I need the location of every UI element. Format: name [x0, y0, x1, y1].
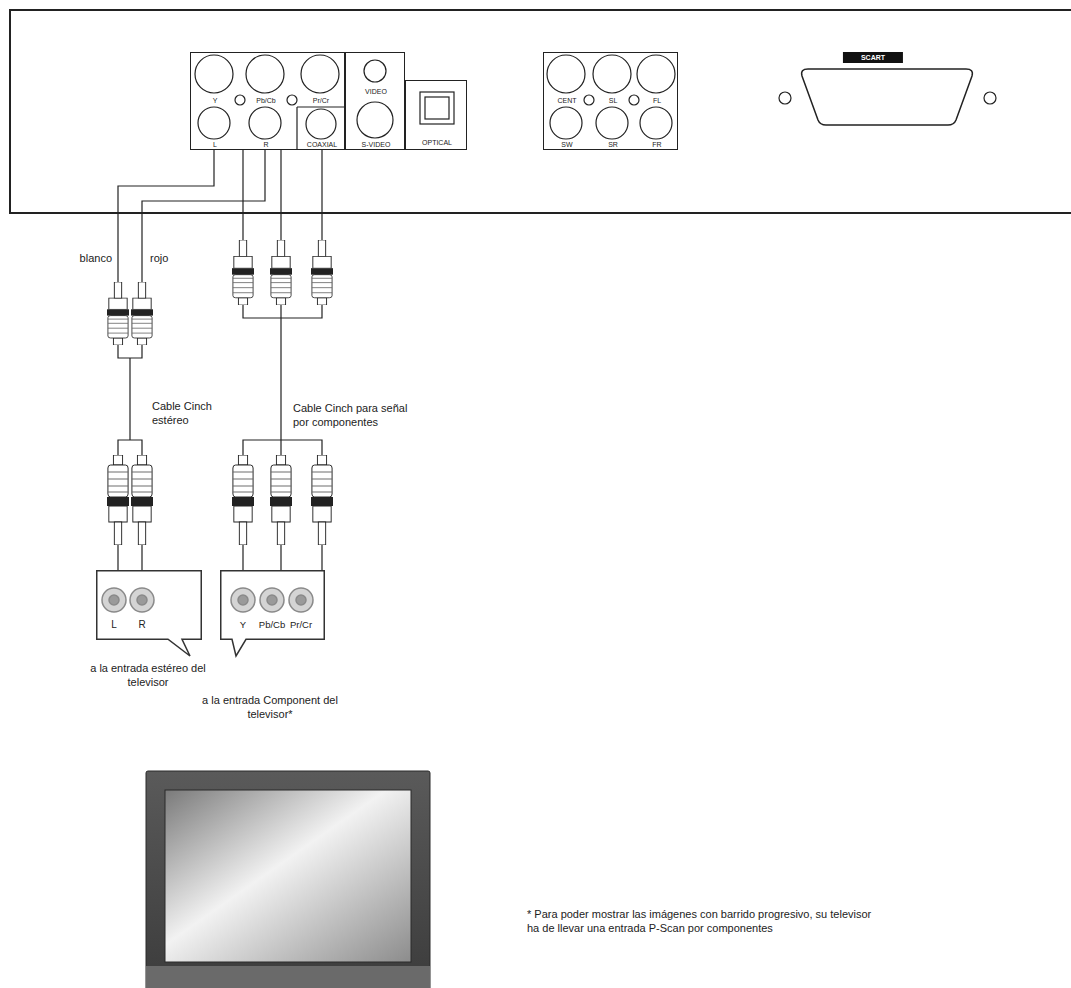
jack-label: Y	[240, 620, 246, 630]
rca-plug	[311, 455, 333, 545]
scart-outline	[802, 69, 973, 125]
av-jacks	[195, 55, 233, 93]
cable-label: Cable Cinch estéreo	[150, 400, 229, 428]
av-jacks	[198, 107, 230, 139]
jack-label: S-VIDEO	[362, 141, 391, 148]
player-rear-panel	[10, 10, 1071, 213]
connector-heading: SCART	[843, 52, 903, 63]
optical-output-panel: OPTICAL	[405, 80, 467, 150]
speaker-output-panel: CENT SL FL SW SR FR	[543, 52, 678, 150]
optical-port	[420, 92, 454, 124]
tv-jack	[130, 588, 154, 612]
video-jacks	[357, 102, 393, 138]
jack-label: COAXIAL	[307, 141, 337, 148]
av-jacks	[249, 107, 281, 139]
tv-jack	[238, 595, 248, 605]
av-jacks	[235, 95, 245, 105]
rca-plug	[131, 282, 153, 345]
speaker-jacks	[550, 107, 582, 139]
tv-jack	[102, 588, 313, 612]
jack-label: R	[138, 620, 145, 630]
tv-jack	[260, 588, 284, 612]
input-caption: a la entrada estéreo del televisor	[81, 662, 216, 690]
av-jacks	[287, 95, 297, 105]
tv-jack	[102, 588, 126, 612]
av-jacks	[195, 55, 345, 150]
av-output-panel: Y Pb/Cb Pr/CrL R COAXIAL	[190, 52, 345, 150]
jack-label: FL	[653, 97, 661, 104]
tv-jack	[109, 595, 119, 605]
speaker-jacks	[547, 55, 585, 93]
video-output-panel: VIDEO S-VIDEO	[345, 52, 405, 150]
jack-label: L	[213, 141, 217, 148]
footnote: * Para poder mostrar las imágenes con ba…	[527, 908, 872, 936]
jack-label: Pb/Cb	[256, 97, 275, 104]
callout-bubble	[221, 571, 325, 656]
scart-outline	[798, 68, 976, 126]
jack-label: Pr/Cr	[290, 620, 312, 630]
rca-plug	[131, 455, 153, 545]
speaker-jacks	[584, 95, 594, 105]
rca-plug	[107, 282, 129, 345]
jack-label: VIDEO	[365, 88, 387, 95]
scart-screw	[779, 92, 791, 104]
television	[146, 771, 430, 988]
rca-plug	[270, 240, 292, 305]
speaker-jacks	[637, 55, 675, 93]
scart-screw	[984, 92, 996, 104]
television	[146, 966, 430, 988]
rca-plug	[107, 240, 333, 545]
jack-label: FR	[652, 141, 661, 148]
rca-plug	[232, 240, 254, 305]
jack-label: L	[111, 620, 117, 630]
tv-component-input: YPb/CbPr/Cra la entrada Component del te…	[220, 570, 325, 640]
scart-connector: SCART	[798, 68, 976, 126]
speaker-jacks	[593, 55, 631, 93]
cable-label: Cable Cinch para señal por componentes	[291, 402, 417, 430]
optical-port	[420, 92, 454, 124]
rca-plug	[107, 282, 153, 345]
tv-jack	[289, 588, 313, 612]
jack-label: OPTICAL	[422, 139, 452, 146]
jack-label: SL	[609, 97, 618, 104]
callout-bubble	[97, 571, 202, 656]
rca-plug	[232, 240, 333, 305]
speaker-jacks	[640, 107, 672, 139]
television	[165, 790, 411, 962]
wire-color-label: rojo	[150, 252, 168, 266]
callout-bubble	[220, 570, 325, 640]
jack-label: CENT	[557, 97, 576, 104]
rca-plug	[270, 455, 292, 545]
optical-port	[425, 97, 449, 119]
av-jacks	[301, 55, 339, 93]
tv-stereo-input: LRa la entrada estéreo del televisor	[96, 570, 202, 640]
speaker-jacks	[596, 107, 628, 139]
tv-jack	[267, 595, 277, 605]
jack-label: Pb/Cb	[259, 620, 285, 630]
video-jacks	[364, 60, 386, 82]
input-caption: a la entrada Component del televisor*	[195, 694, 345, 722]
wire-color-label: blanco	[80, 252, 112, 266]
video-jacks	[357, 60, 393, 138]
rca-plug	[107, 455, 129, 545]
jack-label: Pr/Cr	[313, 97, 329, 104]
rca-plug	[311, 240, 333, 305]
speaker-jacks	[629, 95, 639, 105]
av-jacks	[297, 107, 345, 150]
jack-label: R	[263, 141, 268, 148]
av-jacks	[306, 109, 336, 139]
tv-jack	[137, 595, 147, 605]
jack-label: Y	[213, 97, 218, 104]
player-rear-panel	[10, 10, 1071, 213]
tv-jack	[296, 595, 306, 605]
jack-label: SR	[608, 141, 618, 148]
television	[146, 771, 430, 988]
speaker-jacks	[547, 55, 675, 139]
av-jacks	[246, 55, 284, 93]
jack-label: SW	[561, 141, 572, 148]
tv-jack	[231, 588, 255, 612]
rca-plug	[232, 455, 254, 545]
